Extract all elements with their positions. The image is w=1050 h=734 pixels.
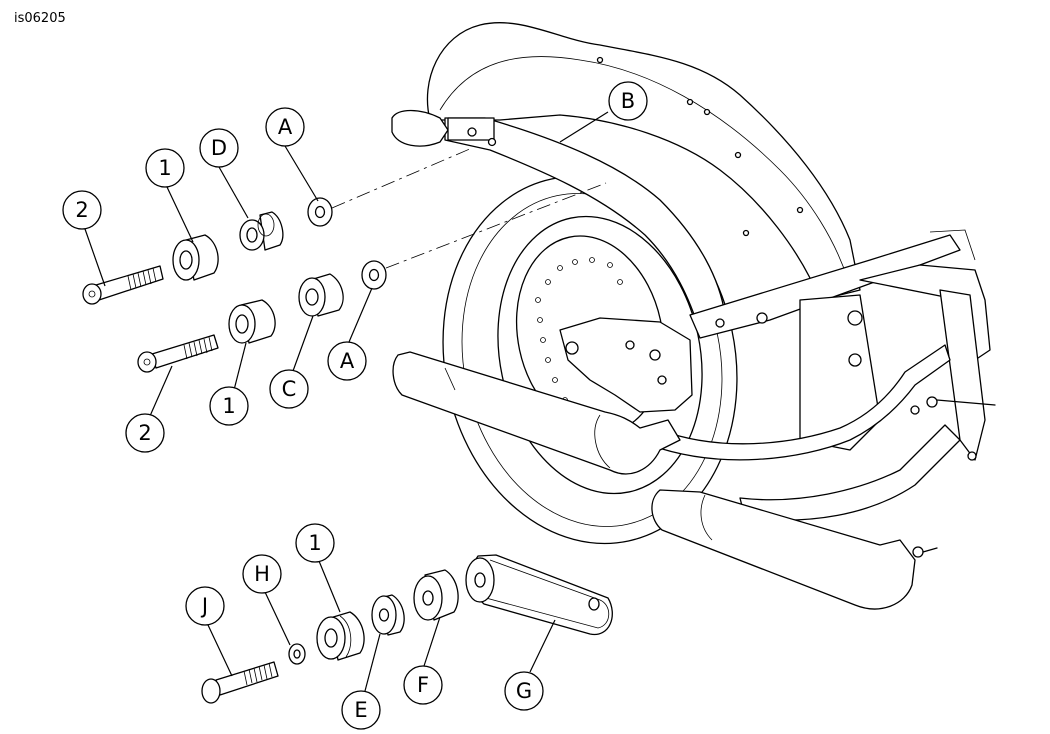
callout-f-label: F bbox=[417, 673, 429, 697]
spacer-e bbox=[371, 594, 405, 636]
alignment-line-lower bbox=[385, 182, 607, 269]
callout-2-middle: 2 bbox=[125, 413, 165, 453]
callout-c: C bbox=[269, 369, 309, 409]
callout-e-label: E bbox=[354, 698, 367, 722]
washer-a-lower bbox=[361, 260, 387, 290]
grommet-1-middle bbox=[228, 299, 276, 344]
callout-1-bottom: 1 bbox=[295, 523, 335, 563]
callout-b-label: B bbox=[621, 89, 635, 113]
callout-d-label: D bbox=[211, 136, 227, 160]
callout-2-middle-label: 2 bbox=[138, 421, 151, 445]
callout-g: G bbox=[504, 671, 544, 711]
callout-a-upper: A bbox=[265, 107, 305, 147]
motorcycle-rear-assembly bbox=[391, 22, 996, 610]
alignment-line-upper bbox=[331, 147, 473, 209]
turn-signal bbox=[391, 109, 449, 147]
grommet-1-upper bbox=[172, 234, 219, 281]
callout-f: F bbox=[403, 665, 443, 705]
bolt-2-middle bbox=[137, 334, 219, 373]
spacer-d bbox=[239, 211, 284, 251]
rear-fender bbox=[426, 22, 861, 301]
callout-1-bottom-label: 1 bbox=[308, 531, 321, 555]
callout-h: H bbox=[242, 554, 282, 594]
grommet-c bbox=[298, 273, 344, 317]
upper-exhaust-pipe bbox=[649, 344, 951, 461]
grommet-1-lower bbox=[316, 611, 365, 661]
bolt-2-upper bbox=[82, 265, 164, 305]
callout-1-top: 1 bbox=[145, 148, 185, 188]
callout-2-top: 2 bbox=[62, 190, 102, 230]
bracket-g bbox=[465, 554, 613, 636]
callout-2-top-label: 2 bbox=[75, 198, 88, 222]
callout-g-label: G bbox=[516, 679, 532, 703]
callout-1-top-label: 1 bbox=[158, 156, 171, 180]
callout-1-middle-label: 1 bbox=[222, 394, 235, 418]
callout-j: J bbox=[185, 586, 225, 626]
callout-a-upper-label: A bbox=[278, 115, 293, 139]
leader-lines bbox=[84, 111, 609, 692]
callout-b: B bbox=[608, 81, 648, 121]
callout-a-lower: A bbox=[327, 341, 367, 381]
callout-1-middle: 1 bbox=[209, 386, 249, 426]
figure-id-label: is06205 bbox=[14, 11, 66, 26]
upper-muffler bbox=[392, 351, 681, 475]
callout-e: E bbox=[341, 690, 381, 730]
washer-a-upper bbox=[307, 197, 333, 227]
callout-j-label: J bbox=[200, 594, 208, 618]
brake-caliper bbox=[559, 317, 693, 413]
callout-c-label: C bbox=[282, 377, 297, 401]
callout-d: D bbox=[199, 128, 239, 168]
callout-a-lower-label: A bbox=[340, 349, 355, 373]
bolt-j bbox=[201, 661, 279, 704]
lower-muffler bbox=[651, 489, 916, 610]
callout-h-label: H bbox=[254, 562, 270, 586]
washer-h bbox=[288, 643, 306, 665]
spacer-f bbox=[413, 569, 459, 621]
